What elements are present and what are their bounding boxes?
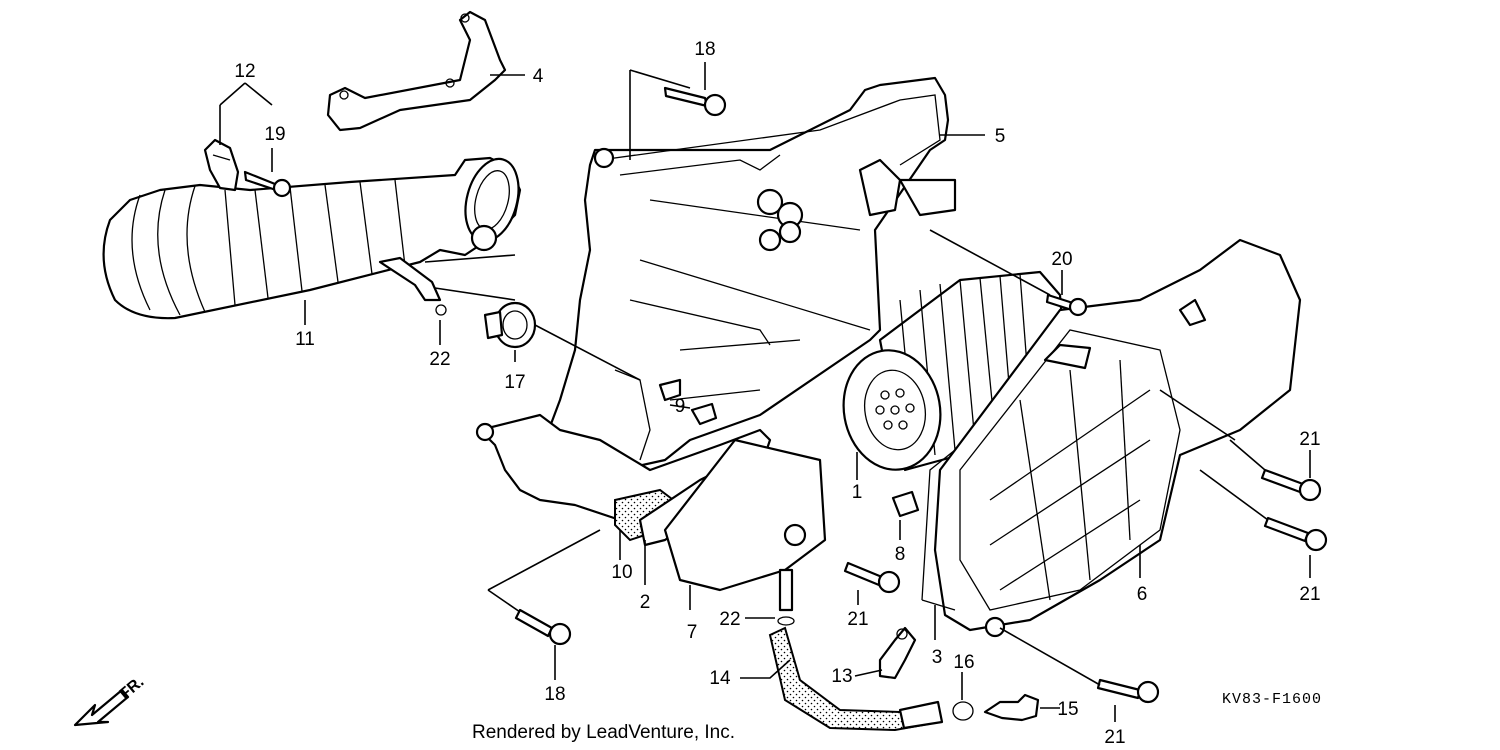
drain-tube-part [768, 626, 944, 732]
screw-part-20 [1045, 293, 1088, 317]
callout-1: 1 [852, 482, 863, 503]
callout-21-c: 21 [847, 609, 868, 630]
callout-20: 20 [1051, 249, 1072, 270]
o-ring-part [777, 616, 795, 626]
callout-21-a: 21 [1299, 429, 1320, 450]
callout-21-b: 21 [1299, 584, 1320, 605]
screw-part-21-c [843, 561, 901, 594]
callout-16: 16 [953, 652, 974, 673]
air-cleaner-cover-part [933, 238, 1302, 638]
callout-4: 4 [533, 66, 544, 87]
drain-clip-part [952, 701, 974, 721]
callout-7: 7 [687, 622, 698, 643]
leader-lines [219, 62, 1311, 722]
render-credit: Rendered by LeadVenture, Inc. [472, 722, 735, 743]
callout-17: 17 [504, 372, 525, 393]
callout-10: 10 [611, 562, 632, 583]
callout-18-bottom: 18 [544, 684, 565, 705]
callout-3: 3 [932, 647, 943, 668]
front-direction-arrow: FR. [73, 673, 147, 727]
callout-15: 15 [1057, 699, 1078, 720]
cap-part [690, 402, 718, 426]
diagram-code: KV83-F1600 [1222, 691, 1322, 708]
callout-12: 12 [234, 61, 255, 82]
bracket-part [326, 10, 507, 132]
callout-13: 13 [831, 666, 852, 687]
air-cleaner-case-part [543, 76, 957, 477]
drain-plug-part [983, 693, 1040, 722]
callout-9: 9 [675, 396, 686, 417]
callout-labels: 18 12 19 4 5 20 11 22 17 9 1 21 8 21 6 2… [234, 39, 1320, 748]
callout-19: 19 [264, 124, 285, 145]
screw-part-21-d [1096, 678, 1160, 704]
callout-22-bottom: 22 [719, 609, 740, 630]
callout-11: 11 [295, 329, 315, 350]
clip-part [435, 304, 447, 316]
screw-part-21-a [1260, 468, 1322, 502]
duct-clamp-part [203, 138, 240, 192]
callout-8: 8 [895, 544, 906, 565]
tube-clip-part [878, 626, 917, 680]
screw-part-18-top [663, 86, 727, 117]
band-part [483, 301, 537, 349]
intake-duct-part [102, 156, 522, 320]
callout-6: 6 [1137, 584, 1148, 605]
cover-gasket-part [921, 449, 956, 611]
screw-part-21-b [1263, 516, 1328, 552]
callout-5: 5 [995, 126, 1006, 147]
callout-21-e: 21 [1104, 727, 1125, 748]
callout-14: 14 [709, 668, 731, 689]
clamp-screw-part [243, 170, 292, 198]
resonator-part [663, 438, 827, 612]
screw-part-18-bottom [514, 608, 572, 646]
rubber-block-part [891, 490, 920, 518]
callout-2: 2 [640, 592, 651, 613]
callout-22-top: 22 [429, 349, 450, 370]
callout-18-top: 18 [694, 39, 715, 60]
